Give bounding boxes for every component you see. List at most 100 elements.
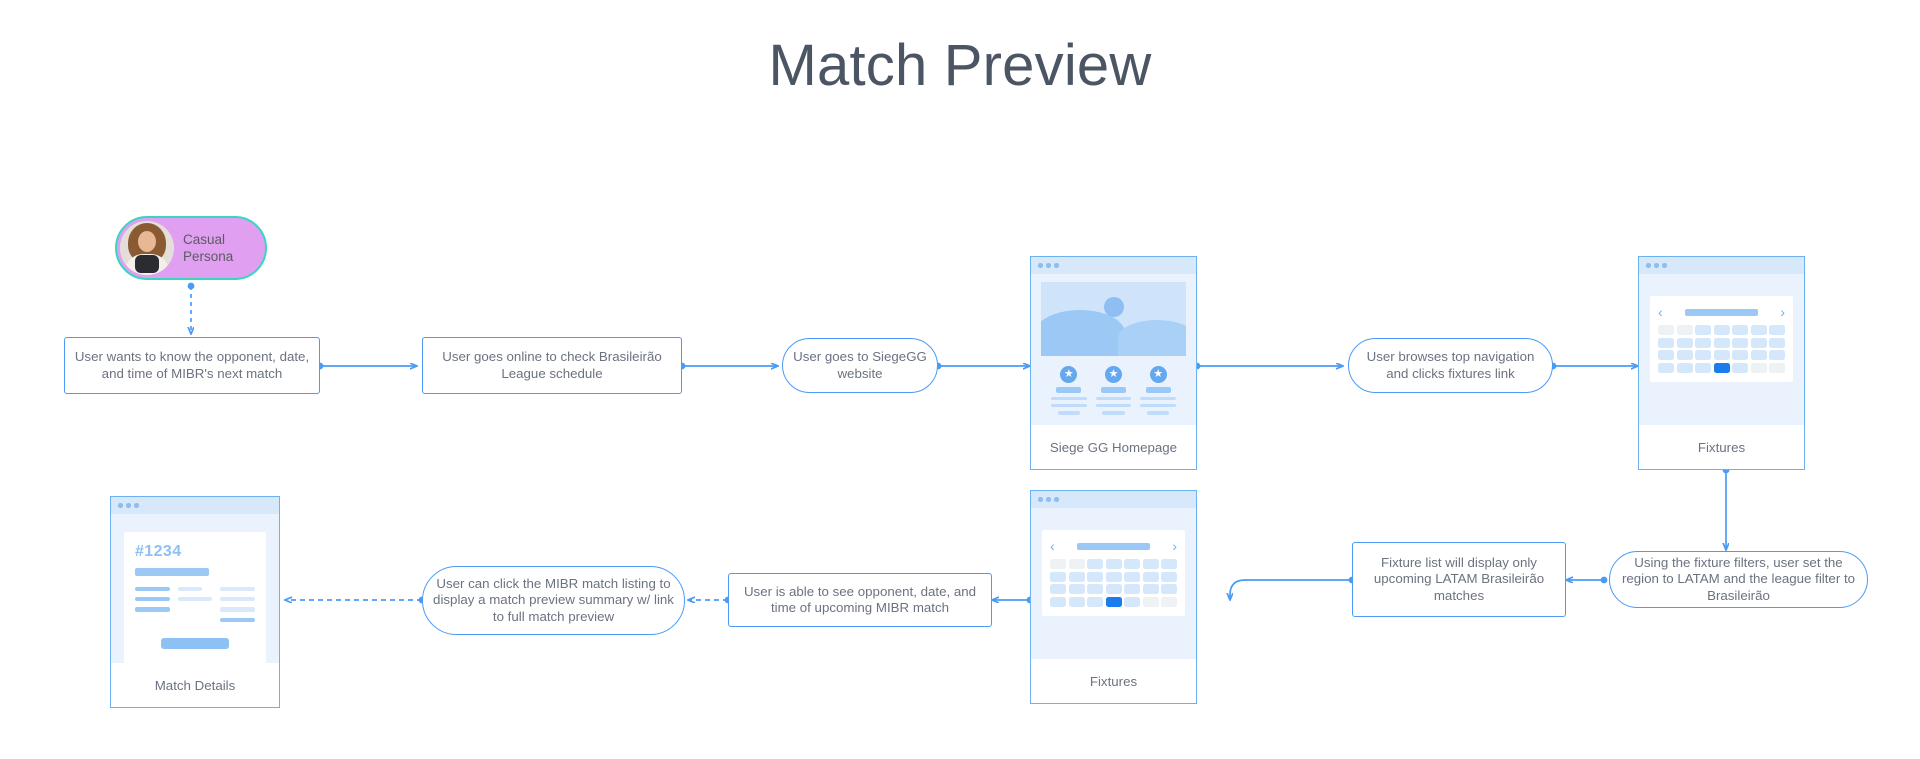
calendar-day-cell[interactable]: [1068, 559, 1085, 569]
flow-node-user-goal[interactable]: User wants to know the opponent, date, a…: [64, 337, 320, 394]
calendar-day-cell[interactable]: [1087, 571, 1103, 582]
calendar-day-cell[interactable]: [1750, 350, 1767, 360]
persona-label: Casual Persona: [183, 231, 233, 265]
flow-node-browse-nav[interactable]: User browses top navigation and clicks f…: [1348, 338, 1553, 393]
calendar-day-cell[interactable]: [1124, 559, 1140, 569]
chevron-left-icon[interactable]: ‹: [1050, 538, 1055, 554]
persona-chip[interactable]: Casual Persona: [115, 216, 267, 280]
flow-node-fixture-list[interactable]: Fixture list will display only upcoming …: [1352, 542, 1566, 617]
calendar-day-cell[interactable]: [1124, 571, 1140, 582]
calendar-day-cell[interactable]: [1695, 337, 1711, 348]
calendar-day-cell[interactable]: [1713, 362, 1730, 373]
calendar-day-cell[interactable]: [1695, 350, 1711, 360]
flow-node-check-schedule[interactable]: User goes online to check Brasileirão Le…: [422, 337, 682, 394]
calendar-day-cell[interactable]: [1161, 571, 1177, 582]
primary-button-placeholder[interactable]: [161, 637, 229, 649]
calendar-day-cell[interactable]: [1050, 571, 1066, 582]
match-details-content: #1234: [124, 532, 266, 663]
homepage-content: ★ ★ ★: [1031, 274, 1196, 415]
calendar-day-cell[interactable]: [1750, 362, 1767, 373]
calendar-day-cell[interactable]: [1769, 325, 1785, 335]
calendar-day-cell[interactable]: [1161, 584, 1177, 594]
calendar-day-cell[interactable]: [1142, 584, 1159, 594]
calendar-day-cell[interactable]: [1068, 596, 1085, 607]
connector-n6-fixturesbottom: [1230, 579, 1352, 600]
calendar-day-cell[interactable]: [1676, 337, 1693, 348]
mockup-match-details[interactable]: #1234: [110, 496, 280, 708]
calendar-day-cell[interactable]: [1713, 325, 1730, 335]
calendar-day-cell[interactable]: [1769, 362, 1785, 373]
calendar-day-cell[interactable]: [1142, 571, 1159, 582]
calendar-day-cell[interactable]: [1713, 350, 1730, 360]
calendar-day-cell[interactable]: [1658, 337, 1674, 348]
calendar-day-cell[interactable]: [1161, 559, 1177, 569]
sun-shape-icon: [1103, 297, 1124, 317]
calendar-day-cell[interactable]: [1105, 559, 1122, 569]
calendar-day-cell[interactable]: [1068, 584, 1085, 594]
calendar-day-cell[interactable]: [1087, 584, 1103, 594]
calendar-day-cell[interactable]: [1068, 571, 1085, 582]
flow-node-click-listing[interactable]: User can click the MIBR match listing to…: [422, 566, 685, 635]
mockup-siegegg-homepage[interactable]: ★ ★ ★: [1030, 256, 1197, 470]
calendar-day-cell[interactable]: [1750, 337, 1767, 348]
calendar-day-cell[interactable]: [1050, 584, 1066, 594]
calendar-day-cell[interactable]: [1713, 337, 1730, 348]
calendar-day-cell[interactable]: [1087, 559, 1103, 569]
detail-column: [177, 587, 213, 628]
flow-node-fixture-filters[interactable]: Using the fixture filters, user set the …: [1609, 551, 1868, 608]
calendar-day-cell[interactable]: [1142, 559, 1159, 569]
calendar-day-cell[interactable]: [1732, 325, 1748, 335]
calendar-header: ‹ ›: [1050, 539, 1177, 553]
calendar-widget[interactable]: ‹ ›: [1650, 296, 1793, 382]
calendar-day-cell[interactable]: [1087, 596, 1103, 607]
flow-node-goes-to-siegegg[interactable]: User goes to SiegeGG website: [782, 338, 938, 393]
calendar-day-cell[interactable]: [1658, 325, 1674, 335]
calendar-day-cell[interactable]: [1658, 350, 1674, 360]
feature-column: ★: [1095, 366, 1132, 415]
calendar-day-cell[interactable]: [1676, 350, 1693, 360]
window-dot-icon: [118, 503, 123, 508]
hero-image-placeholder: [1041, 282, 1186, 356]
window-dot-icon: [1054, 497, 1059, 502]
star-badge-icon: ★: [1105, 366, 1122, 383]
chevron-right-icon[interactable]: ›: [1780, 304, 1785, 320]
mockup-fixtures-top[interactable]: ‹ › Fixtures: [1638, 256, 1805, 470]
calendar-day-cell[interactable]: [1695, 325, 1711, 335]
calendar-day-cell[interactable]: [1732, 362, 1748, 373]
calendar-day-cell[interactable]: [1676, 325, 1693, 335]
flow-node-see-match-info[interactable]: User is able to see opponent, date, and …: [728, 573, 992, 627]
calendar-day-cell[interactable]: [1105, 596, 1122, 607]
calendar-day-cell[interactable]: [1750, 325, 1767, 335]
calendar-day-cell[interactable]: [1695, 362, 1711, 373]
calendar-day-cell[interactable]: [1769, 337, 1785, 348]
star-badge-icon: ★: [1060, 366, 1078, 383]
calendar-day-cell[interactable]: [1658, 362, 1674, 373]
calendar-day-cell[interactable]: [1769, 350, 1785, 360]
chevron-left-icon[interactable]: ‹: [1658, 304, 1663, 320]
window-dot-icon: [1038, 263, 1043, 268]
mockup-body: ‹ ›: [1639, 257, 1804, 425]
calendar-day-cell[interactable]: [1161, 596, 1177, 607]
calendar-day-cell[interactable]: [1105, 584, 1122, 594]
star-badge-icon: ★: [1149, 366, 1167, 383]
mockup-titlebar: [1031, 491, 1196, 508]
calendar-day-cell[interactable]: [1050, 596, 1066, 607]
connector-endpoint: [187, 282, 195, 290]
calendar-day-cell[interactable]: [1050, 559, 1066, 569]
mockup-titlebar: [1639, 257, 1804, 274]
calendar-day-cell[interactable]: [1732, 337, 1748, 348]
detail-column: [220, 587, 256, 628]
persona-label-line2: Persona: [183, 249, 234, 264]
calendar-widget[interactable]: ‹ ›: [1042, 530, 1185, 616]
chevron-right-icon[interactable]: ›: [1172, 538, 1177, 554]
calendar-day-cell[interactable]: [1732, 350, 1748, 360]
calendar-day-cell[interactable]: [1124, 584, 1140, 594]
calendar-day-cell[interactable]: [1676, 362, 1693, 373]
calendar-day-cell[interactable]: [1105, 571, 1122, 582]
mockup-caption: Siege GG Homepage: [1031, 425, 1196, 469]
calendar-day-cell[interactable]: [1124, 596, 1140, 607]
calendar-header: ‹ ›: [1658, 305, 1785, 319]
calendar-day-cell[interactable]: [1142, 596, 1159, 607]
mockup-fixtures-bottom[interactable]: ‹ › Fixtures: [1030, 490, 1197, 704]
hill-shape-icon: [1118, 320, 1186, 356]
